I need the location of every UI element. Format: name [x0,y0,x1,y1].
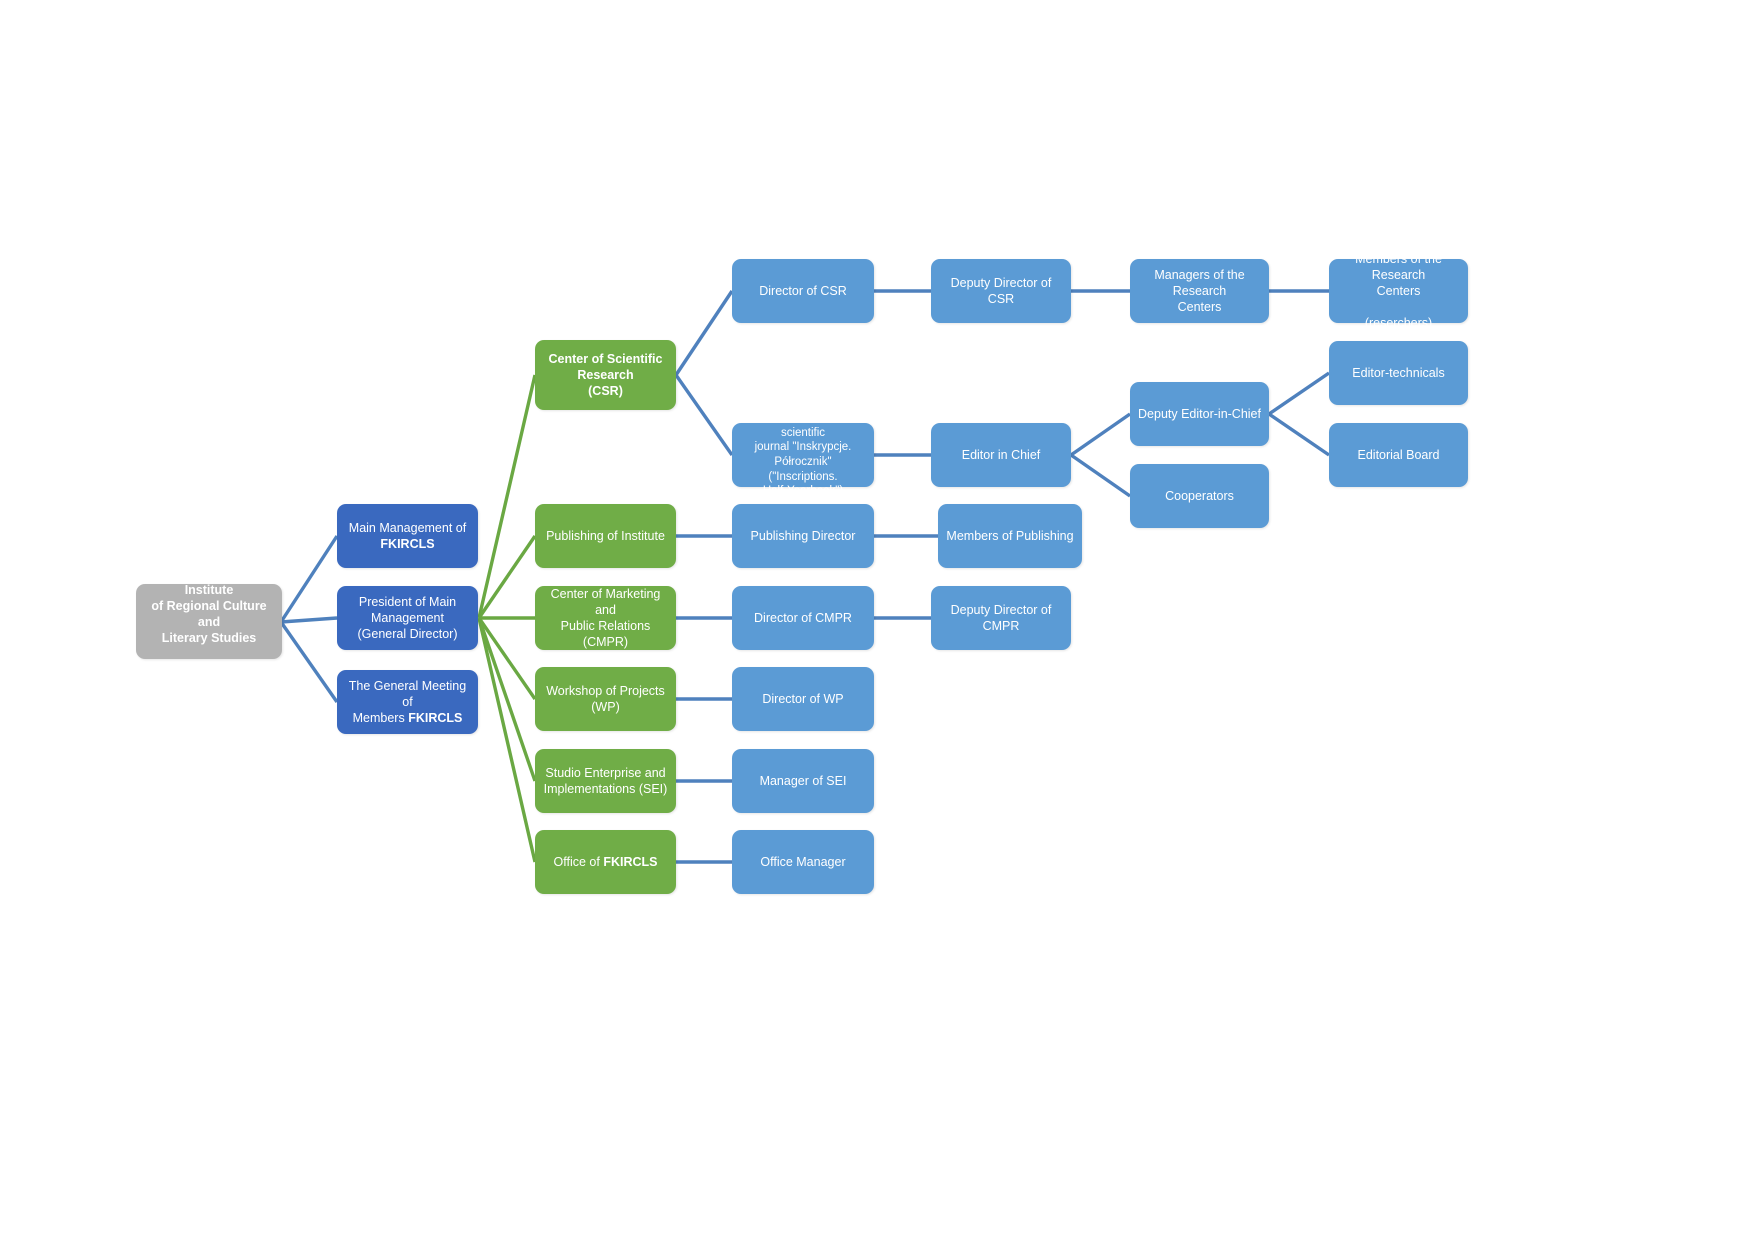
edges-president-to-units [477,374,537,863]
edge-csr-editorial-office [674,374,734,456]
node-president-main-management[interactable]: President of Main Management (General Di… [337,586,478,650]
node-director-csr[interactable]: Director of CSR [732,259,874,323]
node-unit-cmpr-label: Center of Marketing and Public Relations… [550,587,661,649]
edge-president-wp [477,617,537,700]
node-unit-csr[interactable]: Center of Scientific Research (CSR) [535,340,676,410]
node-president-label: President of Main Management (General Di… [357,595,458,641]
edge-president-publishing [477,535,537,619]
node-unit-wp[interactable]: Workshop of Projects (WP) [535,667,676,731]
node-editor-in-chief-label: Editor in Chief [961,448,1041,462]
edge-president-sei [477,617,537,782]
node-editorial-board[interactable]: Editorial Board [1329,423,1468,487]
node-manager-sei-label: Manager of SEI [759,774,847,788]
node-editorial-office[interactable]: Editorial office of scientific journal "… [732,412,874,497]
node-deputy-editor-in-chief-label: Deputy Editor-in-Chief [1138,407,1261,421]
node-office-manager[interactable]: Office Manager [732,830,874,894]
node-editorial-board-label: Editorial Board [1357,448,1440,462]
node-unit-csr-label: Center of Scientific Research (CSR) [548,352,663,398]
node-members-of-publishing-label: Members of Publishing [946,529,1074,543]
edge-root-president [280,616,338,624]
node-unit-office[interactable]: Office of FKIRCLS [535,830,676,894]
edge-csr-director [674,290,734,376]
node-members-research-centers-label: Members of the Research Centers (reserch… [1355,252,1442,330]
node-unit-wp-label: Workshop of Projects (WP) [546,684,665,714]
node-director-wp-label: Director of WP [762,692,844,706]
node-editor-in-chief[interactable]: Editor in Chief [931,423,1071,487]
node-members-of-publishing[interactable]: Members of Publishing [938,504,1082,568]
node-unit-publishing-label: Publishing of Institute [546,529,665,543]
node-editorial-office-label: Editorial office of scientific journal "… [754,411,852,498]
node-general-meeting-label: The General Meeting of Members FKIRCLS [348,679,467,725]
node-director-cmpr-label: Director of CMPR [754,611,852,625]
node-general-meeting[interactable]: The General Meeting of Members FKIRCLS [337,670,478,734]
strong-acronym: FKIRCLS [380,537,435,551]
node-deputy-director-csr-label: Deputy Director of CSR [950,276,1052,306]
edge-editorinchief-deputyeditor [1070,412,1131,457]
node-manager-sei[interactable]: Manager of SEI [732,749,874,813]
edge-deputyeditor-technicals [1268,371,1330,416]
node-managers-research-centers-label: Managers of the Research Centers [1154,268,1245,314]
edges-root-to-management [279,535,339,703]
node-deputy-director-csr[interactable]: Deputy Director of CSR [931,259,1071,323]
node-unit-office-label: Office of FKIRCLS [553,855,658,869]
node-unit-sei-label: Studio Enterprise and Implementations (S… [543,766,668,796]
edge-editorinchief-cooperators [1070,453,1131,498]
node-managers-research-centers[interactable]: Managers of the Research Centers [1130,259,1269,323]
node-unit-sei[interactable]: Studio Enterprise and Implementations (S… [535,749,676,813]
edge-root-main-management [279,535,339,623]
node-director-csr-label: Director of CSR [759,284,847,298]
node-editor-technicals[interactable]: Editor-technicals [1329,341,1468,405]
edge-president-office [477,617,537,863]
node-cooperators-label: Cooperators [1165,489,1234,503]
node-deputy-director-cmpr-label: Deputy Director of CMPR [950,603,1052,633]
strong-acronym: FKIRCLS [603,855,658,869]
node-director-wp[interactable]: Director of WP [732,667,874,731]
node-director-cmpr[interactable]: Director of CMPR [732,586,874,650]
node-deputy-editor-in-chief[interactable]: Deputy Editor-in-Chief [1130,382,1269,446]
node-deputy-director-cmpr[interactable]: Deputy Director of CMPR [931,586,1071,650]
node-cooperators[interactable]: Cooperators [1130,464,1269,528]
node-unit-cmpr[interactable]: Center of Marketing and Public Relations… [535,586,676,650]
node-members-research-centers[interactable]: Members of the Research Centers (reserch… [1329,252,1468,330]
node-editor-technicals-label: Editor-technicals [1352,366,1445,380]
node-publishing-director-label: Publishing Director [750,529,856,543]
node-publishing-director[interactable]: Publishing Director [732,504,874,568]
node-unit-publishing[interactable]: Publishing of Institute [535,504,676,568]
edge-deputyeditor-board [1268,412,1330,457]
edge-root-general-meeting [279,621,339,703]
node-office-manager-label: Office Manager [760,855,846,869]
strong-acronym: FKIRCLS [408,711,463,725]
edge-president-csr [477,374,537,619]
